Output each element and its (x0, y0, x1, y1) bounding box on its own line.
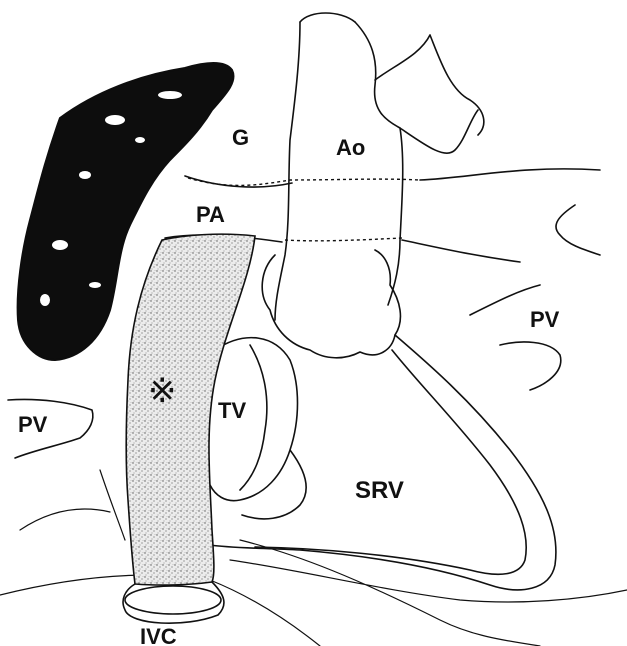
background-contours (0, 470, 627, 646)
label-srv: SRV (355, 477, 404, 504)
right-pulmonary-vessels (402, 169, 600, 390)
aortic-arch-branches (300, 13, 484, 153)
label-ivc: IVC (140, 624, 177, 646)
ivc-cylinder (123, 582, 224, 623)
pa-dotted-band-lower (285, 238, 402, 241)
label-ao: Ao (336, 135, 365, 160)
label-pv-left: PV (18, 412, 48, 437)
pa-outline (165, 176, 292, 242)
tv-region (210, 338, 306, 519)
conduit-marker: ※ (148, 371, 177, 411)
ivc-opening (125, 586, 221, 614)
aorta-outline (275, 22, 403, 320)
label-g: G (232, 125, 249, 150)
label-pv-right: PV (530, 307, 560, 332)
label-tv: TV (218, 398, 246, 423)
label-pa: PA (196, 202, 225, 227)
